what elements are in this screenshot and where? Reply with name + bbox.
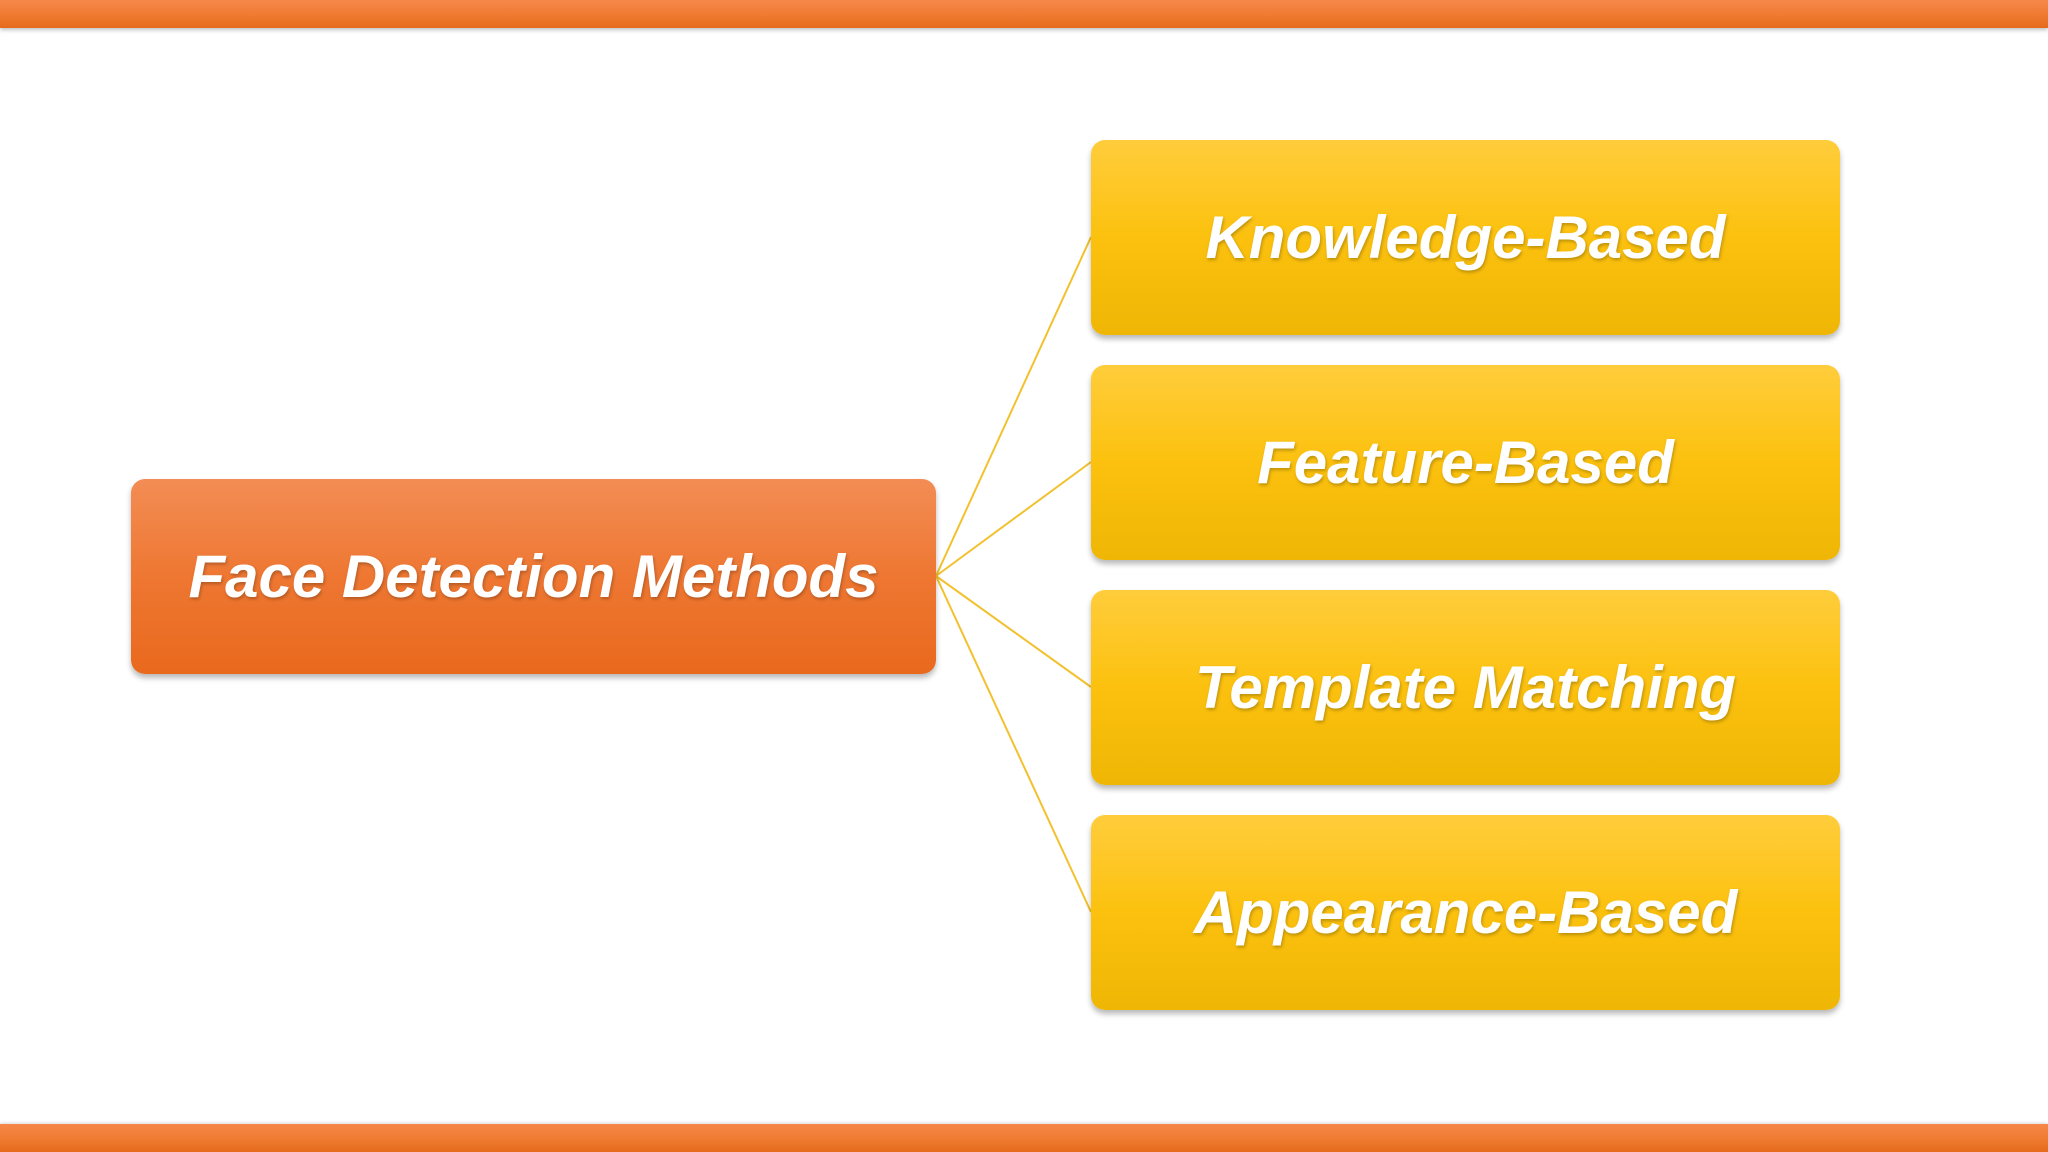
child-node-label: Knowledge-Based	[1205, 204, 1726, 271]
root-node: Face Detection Methods	[131, 479, 936, 674]
child-node-label: Feature-Based	[1257, 429, 1674, 496]
child-node-knowledge-based: Knowledge-Based	[1091, 140, 1840, 335]
child-node-feature-based: Feature-Based	[1091, 365, 1840, 560]
bottom-accent-bar	[0, 1124, 2048, 1152]
top-accent-bar	[0, 0, 2048, 28]
connector-knowledge-based	[935, 236, 1092, 577]
child-node-label: Template Matching	[1194, 654, 1737, 721]
root-node-label: Face Detection Methods	[188, 543, 879, 610]
child-node-label: Appearance-Based	[1193, 879, 1738, 946]
connector-appearance-based	[935, 575, 1092, 913]
child-node-appearance-based: Appearance-Based	[1091, 815, 1840, 1010]
connector-feature-based	[935, 461, 1092, 577]
connector-template-matching	[935, 575, 1092, 688]
child-node-template-matching: Template Matching	[1091, 590, 1840, 785]
